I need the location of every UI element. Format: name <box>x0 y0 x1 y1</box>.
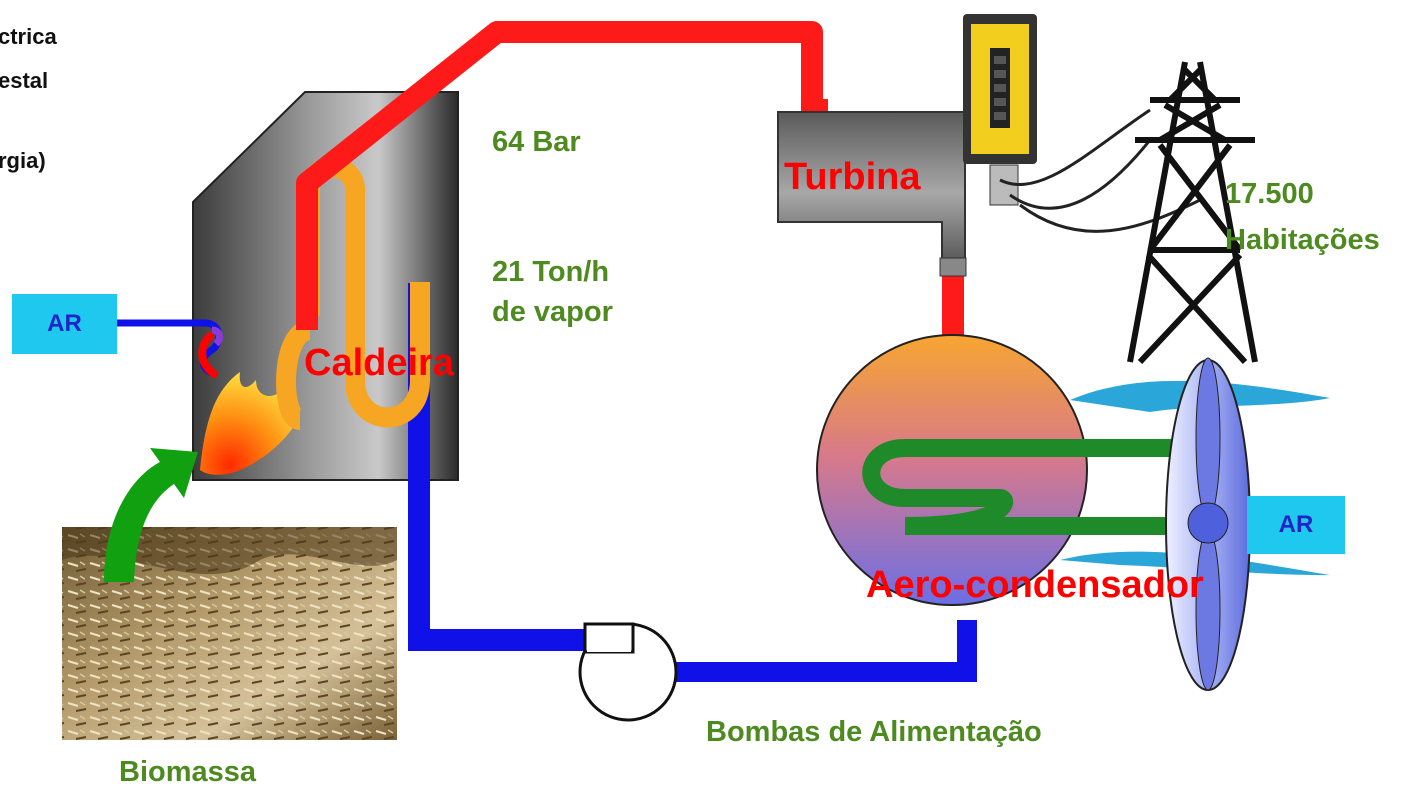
biomass-label: Biomassa <box>119 756 257 788</box>
condenser-label: Aero-condensador <box>866 564 1204 606</box>
condenser-coil <box>862 439 1172 535</box>
homes-label-1: 17.500 <box>1225 178 1314 210</box>
steam-pipe <box>296 21 828 330</box>
air-box-left: AR <box>12 294 117 354</box>
title-line-2: estal <box>0 68 49 93</box>
pump-icon <box>578 622 678 722</box>
air-box-right: AR <box>1247 496 1345 554</box>
flame-icon <box>200 372 300 475</box>
homes-label-2: Habitações <box>1225 224 1380 256</box>
title-line-1: ctrica <box>0 24 57 49</box>
boiler-body <box>192 91 459 481</box>
fan-icon <box>1165 357 1251 691</box>
pylon-icon <box>1127 61 1258 365</box>
generator-icon <box>963 14 1037 206</box>
steam-flow-label-2: de vapor <box>492 296 613 328</box>
biomass-feed-arrow <box>104 448 198 582</box>
title-line-3: rgia) <box>0 148 46 173</box>
pressure-label: 64 Bar <box>492 126 581 158</box>
turbine-label: Turbina <box>784 156 921 198</box>
condenser-body <box>816 334 1088 606</box>
boiler-label: Caldeira <box>304 342 454 384</box>
pumps-label: Bombas de Alimentação <box>706 716 1042 748</box>
steam-flow-label-1: 21 Ton/h <box>492 256 610 288</box>
